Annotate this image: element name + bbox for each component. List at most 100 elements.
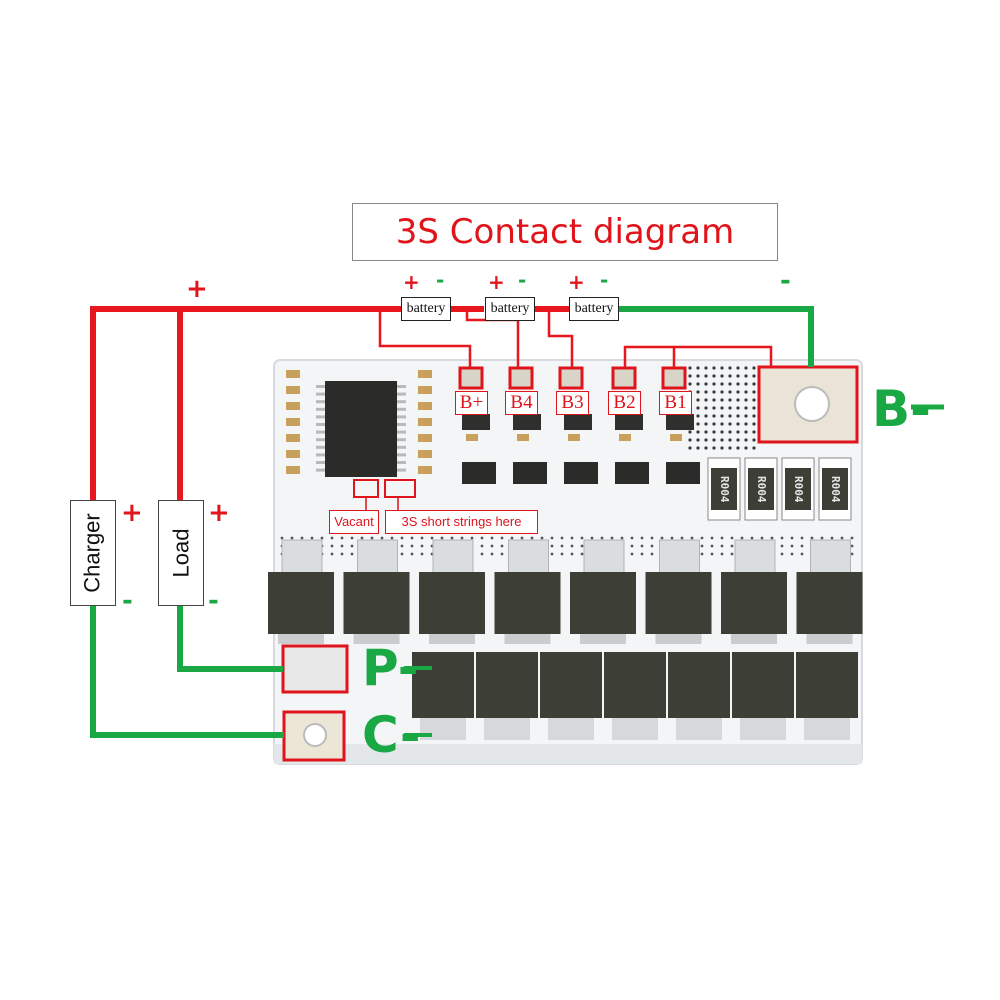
via-dot [712, 446, 716, 450]
pcb-board-shadow [274, 744, 862, 764]
pad-label-b-plus: B+ [455, 391, 488, 415]
via-dot [720, 382, 724, 386]
via-dot [550, 544, 554, 548]
via-dot [410, 552, 414, 556]
via-dot [728, 414, 732, 418]
via-dot [730, 536, 734, 540]
via-dot [650, 536, 654, 540]
resistor-code-label: R004 [718, 476, 731, 503]
via-dot [696, 390, 700, 394]
balance-pad [458, 366, 484, 390]
via-dot [440, 536, 444, 540]
via-dot [736, 366, 740, 370]
via-dot [728, 430, 732, 434]
via-dot [800, 544, 804, 548]
mosfet-body [796, 572, 863, 634]
smd-part [286, 434, 300, 442]
via-dot [330, 536, 334, 540]
mosfet-body [412, 652, 474, 718]
via-dot [736, 390, 740, 394]
smd-part [286, 466, 300, 474]
mosfet-leads [429, 634, 475, 644]
via-dot [340, 544, 344, 548]
via-dot [540, 536, 544, 540]
via-dot [700, 552, 704, 556]
via-dot [520, 536, 524, 540]
battery-2-plus: + [488, 270, 505, 294]
mosfet-body [570, 572, 636, 634]
via-dot [752, 422, 756, 426]
cell-ic [615, 414, 643, 430]
mosfet-leads [612, 718, 658, 740]
via-dot [712, 406, 716, 410]
mosfet-row-bottom [412, 652, 858, 740]
smd-part [418, 370, 432, 378]
p-minus-pad-highlight [281, 644, 349, 694]
resistor-code-label: R004 [792, 476, 805, 503]
battery-1-plus: + [403, 270, 420, 294]
mosfet-leads [676, 718, 722, 740]
via-dot [736, 422, 740, 426]
charger-minus-sign: - [122, 586, 133, 616]
via-dot [752, 374, 756, 378]
via-dot [350, 544, 354, 548]
mosfet-tab [357, 539, 398, 575]
via-dot [300, 536, 304, 540]
balance-pad [611, 366, 637, 390]
mosfet-leads [353, 634, 400, 644]
smd-part [418, 402, 432, 410]
ic-pin [397, 453, 406, 457]
via-dot [470, 536, 474, 540]
load-box: Load [158, 500, 204, 606]
via-dot [752, 406, 756, 410]
via-dot [490, 544, 494, 548]
load-plus-sign: + [208, 498, 230, 528]
ic-pin [316, 392, 325, 396]
ic-pin [316, 385, 325, 388]
mosfet-tab [734, 539, 776, 575]
cell-mosfet [666, 462, 700, 484]
mosfet-leads [484, 718, 530, 740]
via-dot [780, 536, 784, 540]
smd-part [670, 434, 682, 441]
via-dot [696, 398, 700, 402]
via-dot [736, 438, 740, 442]
via-dot [330, 552, 334, 556]
via-dot [700, 536, 704, 540]
ic-pin [397, 438, 406, 442]
via-dot [744, 422, 748, 426]
via-dot [728, 406, 732, 410]
pad-label-b4: B4 [505, 391, 538, 415]
via-dot [650, 552, 654, 556]
via-dot [704, 366, 708, 370]
via-dot [720, 446, 724, 450]
via-dot [580, 536, 584, 540]
smd-part [418, 386, 432, 394]
via-dot [736, 414, 740, 418]
via-dot [750, 536, 754, 540]
via-dot [350, 552, 354, 556]
via-dot [350, 536, 354, 540]
via-dot [744, 414, 748, 418]
mosfet-tab [508, 539, 549, 575]
mosfet-body [268, 572, 334, 634]
cell-mosfet [564, 462, 598, 484]
mosfet-leads [580, 634, 626, 644]
via-dot [790, 552, 794, 556]
via-dot [712, 390, 716, 394]
via-dot [728, 438, 732, 442]
mosfet-body [732, 652, 794, 718]
pad-label-b3: B3 [556, 391, 589, 415]
ic-pin [397, 407, 406, 411]
via-dot [480, 552, 484, 556]
mosfet-leads [806, 634, 853, 644]
b-minus-wire [619, 306, 814, 367]
ic-pin [397, 392, 406, 396]
via-dot [704, 406, 708, 410]
ic-pin [316, 453, 325, 457]
ic-pin [316, 430, 325, 434]
via-dot [840, 536, 844, 540]
via-dot [688, 374, 692, 378]
diagram-title: 3S Contact diagram [352, 203, 778, 261]
main-positive-wire [90, 306, 401, 511]
